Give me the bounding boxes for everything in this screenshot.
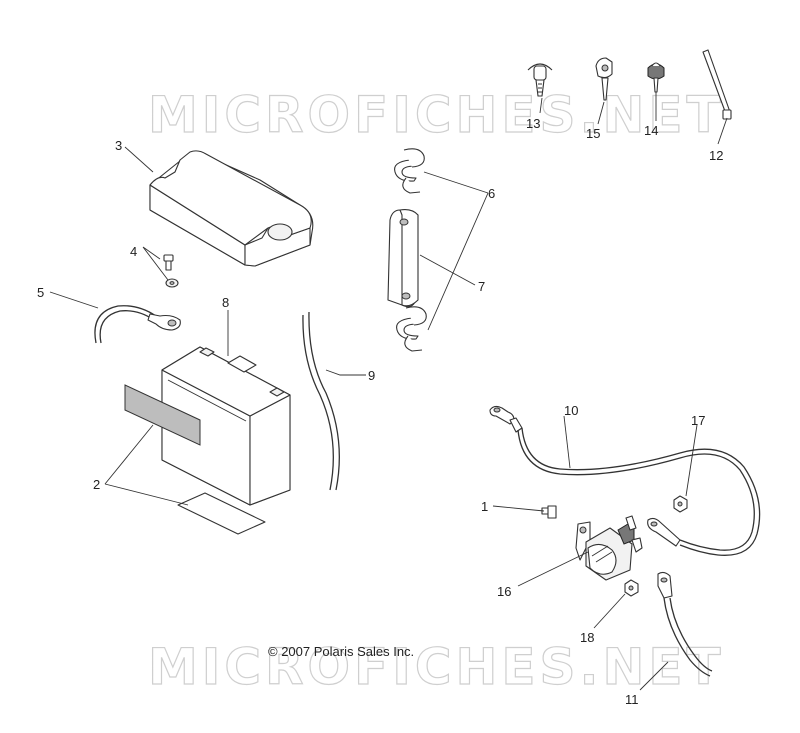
- callout-8: 8: [222, 295, 229, 310]
- battery: [161, 346, 291, 506]
- vent-tube: [302, 311, 340, 491]
- clip-upper: [394, 148, 425, 194]
- callout-12: 12: [709, 148, 723, 163]
- callout-1: 1: [481, 499, 488, 514]
- nut-18: [624, 579, 639, 597]
- callout-7: 7: [478, 279, 485, 294]
- callout-5: 5: [37, 285, 44, 300]
- cable-tie: [702, 49, 732, 120]
- callout-4: 4: [130, 244, 137, 259]
- battery-cable-11: [657, 571, 713, 677]
- watermark-top: MICROFICHES.NET: [148, 86, 725, 144]
- nut-17: [673, 495, 688, 513]
- callout-6: 6: [488, 186, 495, 201]
- bracket: [387, 209, 419, 308]
- cable-tie-mount: [595, 57, 613, 101]
- copyright-text: © 2007 Polaris Sales Inc.: [268, 644, 414, 659]
- battery-decals: [124, 384, 266, 535]
- battery-cover: [149, 150, 314, 267]
- bolt-and-washer: [163, 254, 179, 288]
- callout-10: 10: [564, 403, 578, 418]
- callout-labels: 3 4 5 8 2 9 6 7 13 15 14 12 10 17 1 16 1…: [37, 116, 723, 707]
- push-clip: [527, 63, 553, 97]
- callout-9: 9: [368, 368, 375, 383]
- battery-cable-short: [94, 305, 181, 344]
- solenoid: [575, 515, 643, 581]
- callout-15: 15: [586, 126, 600, 141]
- fir-tree-clip: [647, 62, 665, 93]
- callout-11: 11: [625, 692, 639, 707]
- callout-3: 3: [115, 138, 122, 153]
- leader-lines: [49, 92, 728, 691]
- callout-17: 17: [691, 413, 705, 428]
- callout-16: 16: [497, 584, 511, 599]
- callout-18: 18: [580, 630, 594, 645]
- callout-2: 2: [93, 477, 100, 492]
- battery-cable-long: [489, 405, 761, 556]
- watermark-bottom: MICROFICHES.NET: [148, 638, 725, 696]
- screw: [541, 505, 557, 519]
- callout-14: 14: [644, 123, 658, 138]
- callout-13: 13: [526, 116, 540, 131]
- clip-lower: [396, 306, 427, 352]
